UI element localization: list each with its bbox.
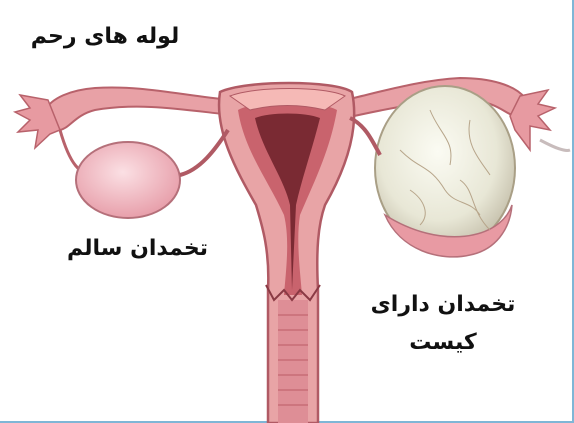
right-ligament	[540, 140, 570, 151]
healthy-ovary	[76, 142, 180, 218]
left-fallopian-tube	[43, 87, 232, 130]
healthy-ovary-label: تخمدان سالم	[68, 236, 208, 261]
fallopian-tubes-label: لوله های رحم	[30, 24, 180, 49]
cyst-ovary-label: تخمدان دارای کیست	[368, 286, 518, 362]
